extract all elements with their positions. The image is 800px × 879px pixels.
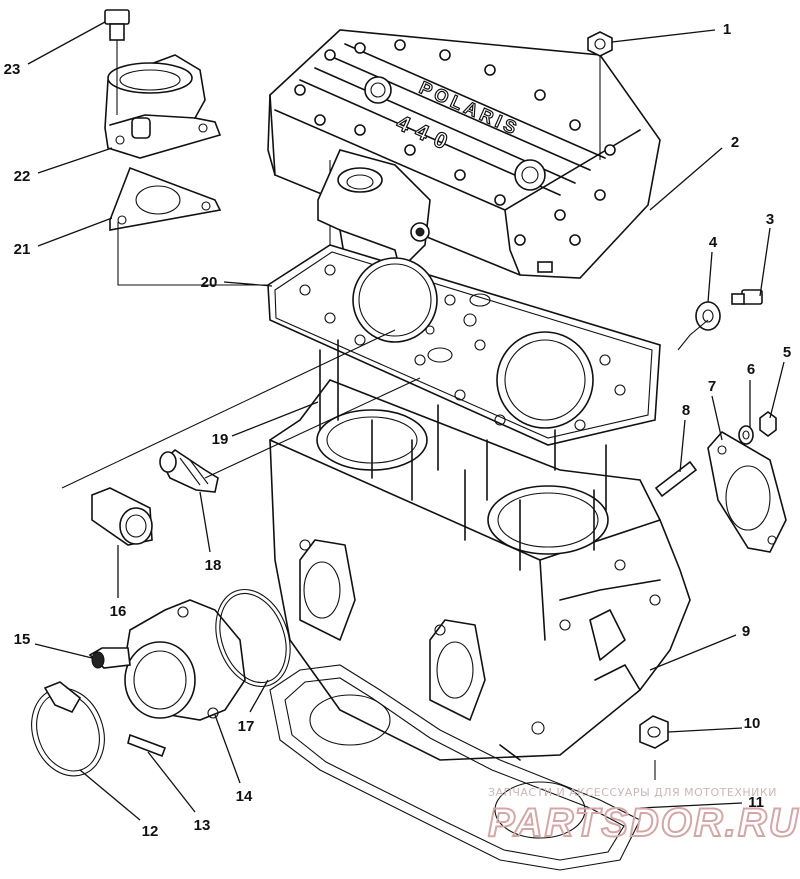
callout-20: 20 <box>201 274 218 291</box>
callout-22: 22 <box>14 168 31 185</box>
callout-1: 1 <box>723 21 731 38</box>
gasket-holes <box>299 264 626 431</box>
callout-10: 10 <box>744 715 761 732</box>
guide-line-sensor <box>204 377 421 479</box>
thermostat-housing <box>104 54 222 159</box>
callout-13: 13 <box>194 817 211 834</box>
washer-6 <box>738 425 754 445</box>
housing-bolt-23 <box>104 9 130 115</box>
nut-5 <box>759 411 777 437</box>
callout-3: 3 <box>766 211 774 228</box>
intake-manifold <box>124 599 246 721</box>
callout-6: 6 <box>747 361 755 378</box>
mount-bolt-15 <box>88 647 131 669</box>
exhaust-stud <box>654 460 698 498</box>
watermark-logo: PARTSDOR.RU <box>488 801 800 845</box>
base-gasket <box>269 664 641 871</box>
callout-8: 8 <box>682 402 690 419</box>
cylinder-plug <box>91 487 153 546</box>
housing-gasket-21 <box>109 166 222 231</box>
cylinder-block <box>269 379 691 761</box>
callout-5: 5 <box>783 344 791 361</box>
bolt-3 <box>731 289 763 305</box>
callout-21: 21 <box>14 241 31 258</box>
callout-17: 17 <box>238 718 255 735</box>
callout-16: 16 <box>110 603 127 620</box>
callout-9: 9 <box>742 623 750 640</box>
watermark: ЗАПЧАСТИ И АКСЕССУАРЫ ДЛЯ МОТОТЕХНИКИ PA… <box>487 786 800 846</box>
callout-4: 4 <box>709 234 718 251</box>
flange-nut-10 <box>639 715 669 749</box>
temperature-sensor <box>159 448 219 493</box>
callout-12: 12 <box>142 823 159 840</box>
callout-19: 19 <box>212 431 229 448</box>
callout-7: 7 <box>708 378 716 395</box>
hose-clamp <box>31 681 105 777</box>
cover-nut-1 <box>587 31 613 160</box>
exhaust-gasket-7 <box>707 430 787 553</box>
clamp-screw-13 <box>127 733 167 758</box>
callout-18: 18 <box>205 557 222 574</box>
cylinder-head: POLARIS 440 <box>267 29 661 279</box>
guide-line-plug <box>61 329 396 489</box>
callout-15: 15 <box>14 631 31 648</box>
callout-23: 23 <box>4 61 21 78</box>
callout-14: 14 <box>236 788 253 805</box>
washer-4 <box>695 301 721 331</box>
callout-2: 2 <box>731 134 739 151</box>
cylinder-studs <box>319 339 607 571</box>
watermark-caption: ЗАПЧАСТИ И АКСЕССУАРЫ ДЛЯ МОТОТЕХНИКИ <box>488 786 777 799</box>
callout-leaders <box>27 21 785 821</box>
head-bolt-holes <box>294 39 616 246</box>
head-gasket <box>267 244 661 446</box>
callout-11: 11 <box>748 794 764 811</box>
manifold-o-ring <box>215 588 291 688</box>
